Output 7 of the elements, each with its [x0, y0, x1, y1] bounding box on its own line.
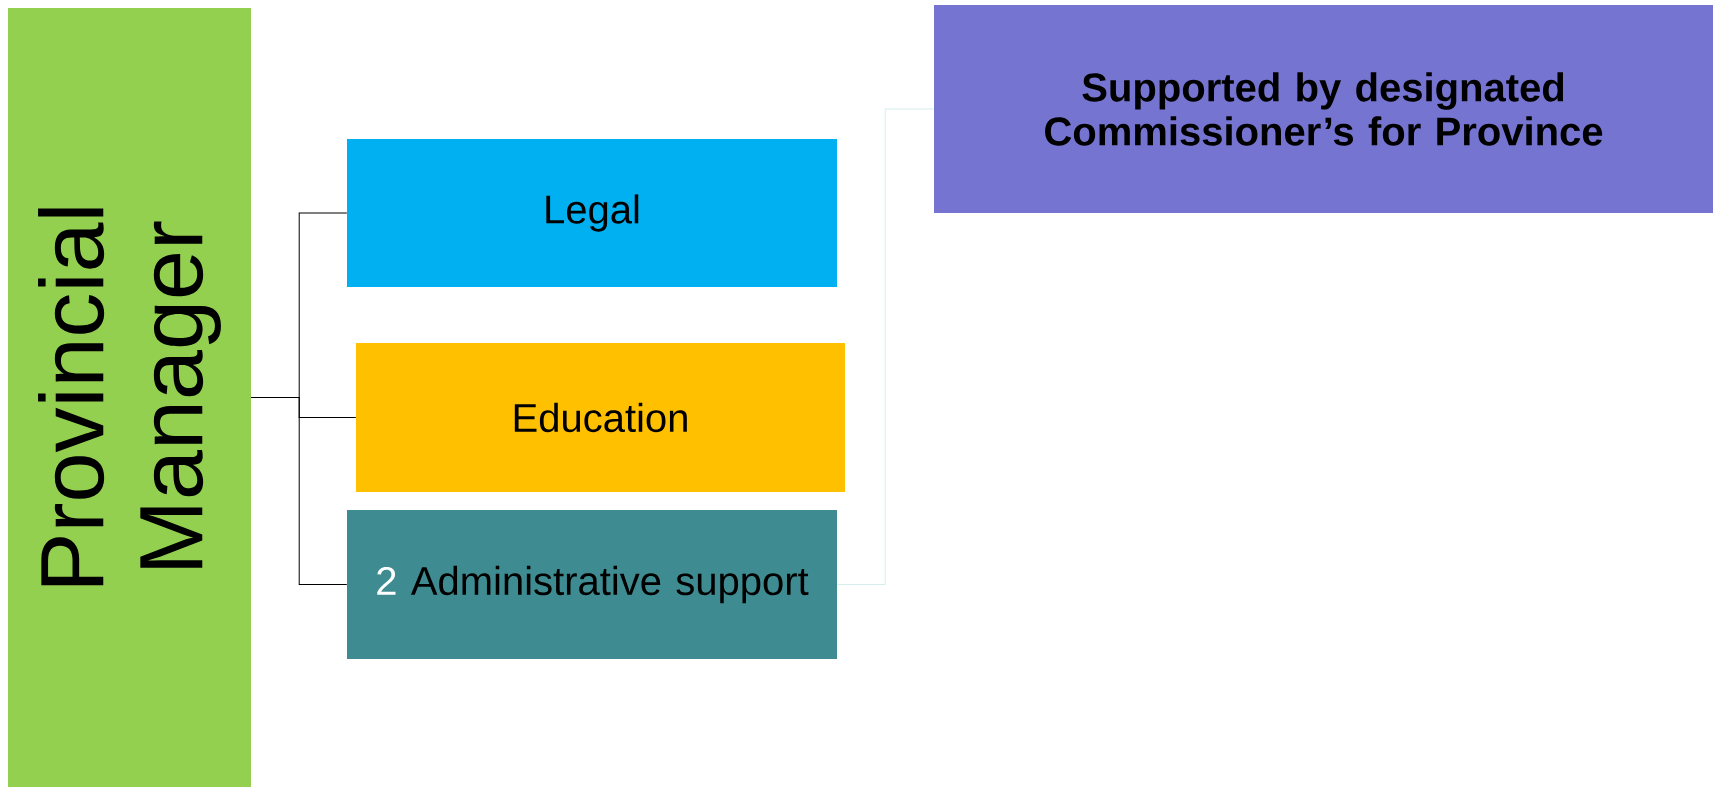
connector-line [836, 108, 935, 585]
department-box: 2 Administrative support [347, 510, 837, 659]
info-box: Supported by designated Commissioner’s for Province [934, 5, 1713, 213]
department-box: Education [356, 343, 845, 492]
connector-line [250, 397, 348, 585]
department-box: Legal [347, 139, 837, 287]
manager-bar: Provincial Manager [8, 8, 251, 787]
